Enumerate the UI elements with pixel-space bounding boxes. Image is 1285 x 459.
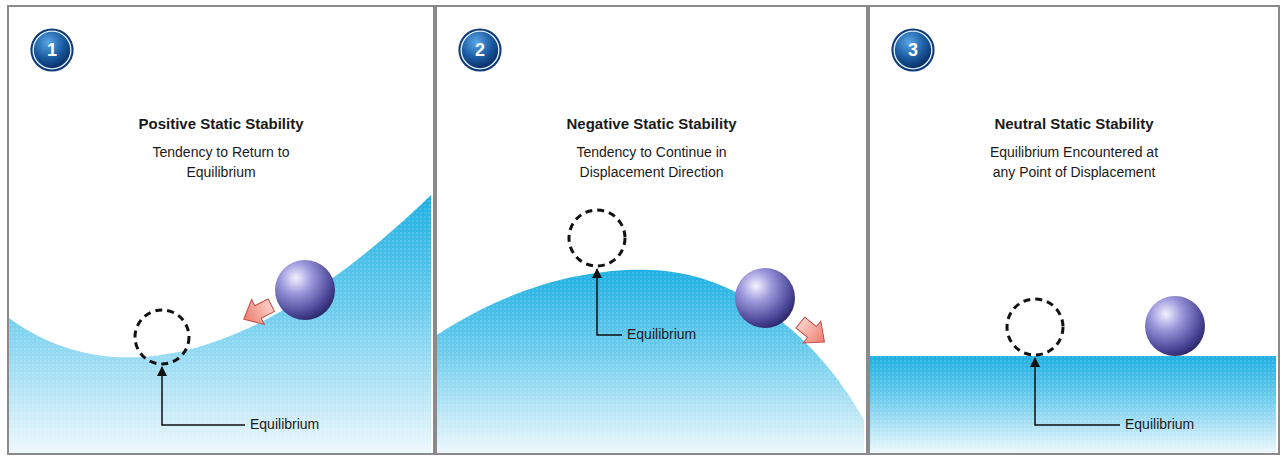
callout-number: 3 (890, 40, 936, 61)
motion-arrow (792, 312, 834, 353)
number-badge: 2 (457, 27, 503, 73)
panel-text: Neutral Static StabilityEquilibrium Enco… (870, 115, 1278, 182)
number-badge: 3 (890, 27, 936, 73)
panel-text: Negative Static StabilityTendency to Con… (437, 115, 866, 182)
stability-panel: Negative Static StabilityTendency to Con… (435, 5, 868, 455)
leader-line (162, 367, 245, 425)
equilibrium-position (135, 310, 189, 364)
ball (735, 268, 795, 328)
equilibrium-label: Equilibrium (1125, 416, 1194, 432)
equilibrium-label: Equilibrium (627, 326, 696, 342)
ball (1145, 296, 1205, 356)
leader-line (1035, 358, 1120, 425)
flat-surface (870, 356, 1276, 453)
panel-description: Tendency to Return to Equilibrium (131, 142, 311, 182)
equilibrium-position (1007, 299, 1063, 355)
bowl-surface (9, 195, 431, 453)
equilibrium-label: Equilibrium (250, 416, 319, 432)
panel-description: Equilibrium Encountered at any Point of … (984, 142, 1164, 182)
callout-number: 1 (29, 40, 75, 61)
hump-surface (437, 270, 864, 453)
stability-panel: Neutral Static StabilityEquilibrium Enco… (868, 5, 1280, 455)
stability-panel: Positive Static StabilityTendency to Ret… (7, 5, 435, 455)
panel-text: Positive Static StabilityTendency to Ret… (9, 115, 433, 182)
callout-number: 2 (457, 40, 503, 61)
motion-arrow (237, 293, 277, 332)
panel-title: Neutral Static Stability (870, 115, 1278, 132)
equilibrium-position (569, 210, 625, 266)
number-badge: 1 (29, 27, 75, 73)
panel-title: Positive Static Stability (9, 115, 433, 132)
panel-title: Negative Static Stability (437, 115, 866, 132)
ball (275, 260, 335, 320)
leader-line (597, 269, 622, 335)
panel-description: Tendency to Continue in Displacement Dir… (562, 142, 742, 182)
